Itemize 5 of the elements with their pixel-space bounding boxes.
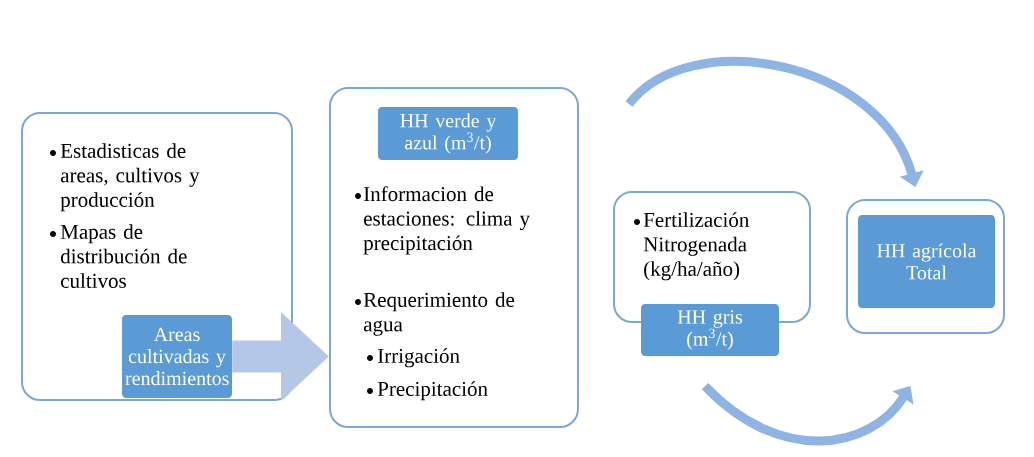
arrow <box>625 57 924 187</box>
label-box: HH gris (m$^{3}$/t) <box>641 304 779 356</box>
label-box: HH verde y azul (m$^{3}$/t) <box>378 107 518 160</box>
label-box: Areas cultivadas y rendimientos <box>122 315 232 398</box>
label-box: HH agrícola Total <box>858 215 995 308</box>
